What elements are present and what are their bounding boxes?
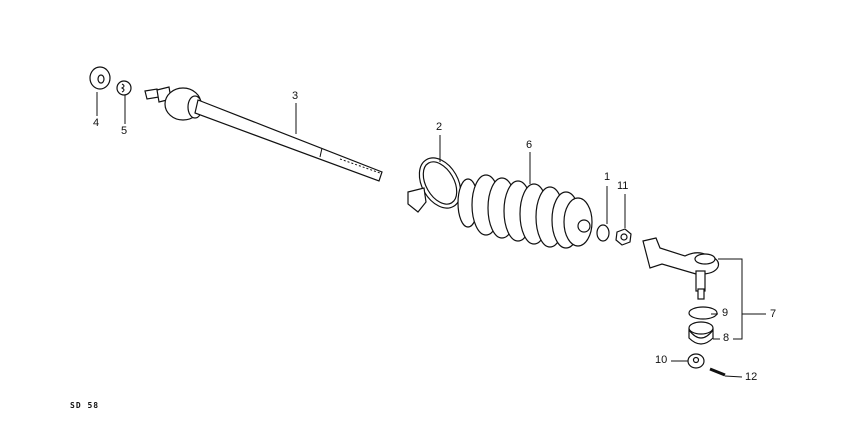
callout-10: 10 — [655, 354, 668, 366]
seal-ring-part-9 — [688, 306, 718, 320]
callout-8: 8 — [723, 332, 730, 344]
castle-nut-part-10 — [687, 353, 705, 369]
callout-7: 7 — [770, 308, 777, 320]
leader-lines — [96, 92, 766, 378]
clip-part-1 — [596, 224, 610, 242]
callout-11: 11 — [617, 180, 629, 192]
callout-12: 12 — [745, 371, 758, 383]
diagram-code: SD 58 — [70, 401, 100, 410]
washer-part-4 — [89, 66, 111, 90]
callout-6: 6 — [526, 139, 533, 151]
rubber-boot-part-6 — [457, 174, 593, 249]
callout-4: 4 — [93, 117, 100, 129]
lock-nut-part-11 — [615, 228, 632, 246]
dust-boot-part-8 — [688, 321, 714, 345]
cotter-pin-part-12 — [709, 367, 726, 377]
callout-9: 9 — [722, 307, 729, 319]
tie-rod-inner-part-3 — [144, 86, 383, 182]
tie-rod-end-part-7 — [642, 237, 720, 300]
boot-clamp-part-2 — [407, 157, 462, 213]
callout-3: 3 — [292, 90, 299, 102]
callout-1: 1 — [604, 171, 611, 183]
lock-washer-part-5 — [116, 80, 132, 96]
callout-5: 5 — [121, 125, 128, 137]
callout-2: 2 — [436, 121, 443, 133]
